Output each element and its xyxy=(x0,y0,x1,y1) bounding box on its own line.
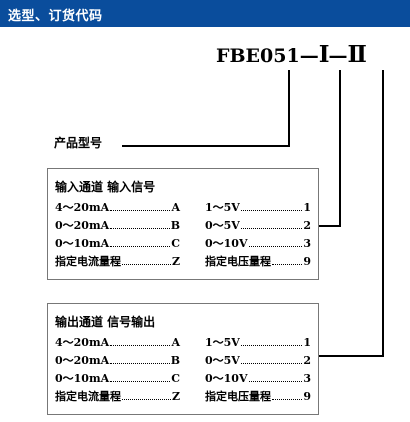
option-code: C xyxy=(171,372,180,385)
model-dash-1: — xyxy=(299,45,319,67)
option-code: 1 xyxy=(303,201,311,214)
option-label: 4～20mA xyxy=(55,201,110,214)
option-label: 指定电压量程 xyxy=(205,390,271,403)
model-connector-line xyxy=(122,70,290,147)
option-label: 0～10mA xyxy=(55,372,110,385)
option-code: 2 xyxy=(303,219,311,232)
model-code: FBE051—Ⅰ—Ⅱ xyxy=(216,41,367,68)
model-dash-2: — xyxy=(328,45,348,67)
output-connector-line xyxy=(317,70,384,357)
option-code: Z xyxy=(171,255,180,268)
input-row: 0～20mA B 0～5V 2 xyxy=(55,217,311,234)
input-options-box: 输入通道 输入信号 4～20mA A 1～5V 1 0～20mA B 0～5V 2 0～… xyxy=(47,168,319,280)
input-row: 0～10mA C 0～10V 3 xyxy=(55,235,311,252)
model-code-1: Ⅰ xyxy=(318,41,330,68)
output-row: 0～20mA B 0～5V 2 xyxy=(55,352,311,369)
option-label: 指定电流量程 xyxy=(55,255,121,268)
option-label: 1～5V xyxy=(205,336,240,349)
option-label: 0～5V xyxy=(205,219,240,232)
option-label: 1～5V xyxy=(205,201,240,214)
model-prefix: FBE051 xyxy=(216,45,300,67)
option-label: 指定电流量程 xyxy=(55,390,121,403)
option-label: 4～20mA xyxy=(55,336,110,349)
option-label: 0～20mA xyxy=(55,354,110,367)
option-code: A xyxy=(171,201,180,214)
option-code: C xyxy=(171,237,180,250)
option-code: Z xyxy=(171,390,180,403)
option-label: 指定电压量程 xyxy=(205,255,271,268)
model-label: 产品型号 xyxy=(54,136,103,150)
option-label: 0～10V xyxy=(205,372,248,385)
output-row: 0～10mA C 0～10V 3 xyxy=(55,370,311,387)
output-row: 指定电流量程 Z 指定电压量程 9 xyxy=(55,388,311,405)
output-row: 4～20mA A 1～5V 1 xyxy=(55,334,311,351)
option-label: 0～10mA xyxy=(55,237,110,250)
option-label: 0～5V xyxy=(205,354,240,367)
model-code-2: Ⅱ xyxy=(347,41,366,68)
option-code: 3 xyxy=(303,372,311,385)
option-code: B xyxy=(170,354,180,367)
input-row: 4～20mA A 1～5V 1 xyxy=(55,199,311,216)
input-box-title: 输入通道 输入信号 xyxy=(55,180,156,194)
option-code: B xyxy=(170,219,180,232)
output-options-box: 输出通道 信号输出 4～20mA A 1～5V 1 0～20mA B 0～5V 2 0～… xyxy=(47,303,319,415)
option-code: 9 xyxy=(303,390,311,403)
option-code: 9 xyxy=(303,255,311,268)
option-label: 0～10V xyxy=(205,237,248,250)
option-code: A xyxy=(171,336,180,349)
section-header-bar: 选型、订货代码 xyxy=(0,0,410,27)
option-code: 1 xyxy=(303,336,311,349)
section-title: 选型、订货代码 xyxy=(8,9,103,24)
option-label: 0～20mA xyxy=(55,219,110,232)
input-connector-line xyxy=(317,70,341,227)
option-code: 2 xyxy=(303,354,311,367)
option-code: 3 xyxy=(303,237,311,250)
output-box-title: 输出通道 信号输出 xyxy=(55,315,156,329)
input-row: 指定电流量程 Z 指定电压量程 9 xyxy=(55,253,311,270)
